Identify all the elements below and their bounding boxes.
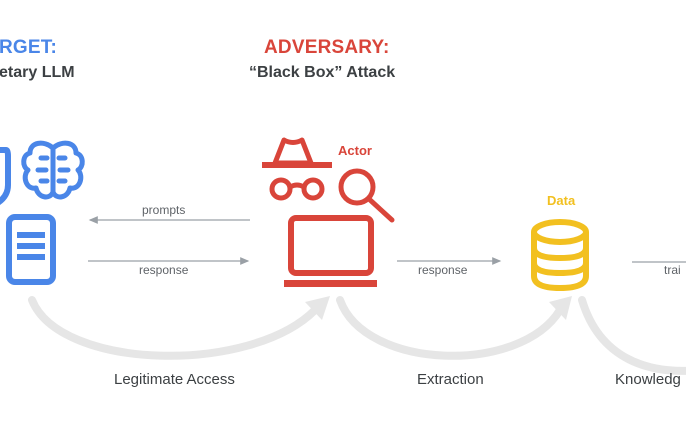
- shield-icon: [0, 147, 11, 205]
- flow-arc-extraction: [336, 296, 572, 360]
- flow-label-extraction: Extraction: [417, 371, 484, 388]
- document-icon: [6, 214, 56, 285]
- spy-hat-glasses-icon: [262, 137, 332, 201]
- flow-label-legitimate-access: Legitimate Access: [114, 371, 235, 388]
- adversary-subheading: “Black Box” Attack: [249, 64, 396, 81]
- response-label-2: response: [418, 263, 468, 277]
- magnifier-icon: [338, 168, 395, 223]
- data-label: Data: [547, 193, 576, 208]
- flow-arc-knowledge: [578, 296, 686, 375]
- target-subheading: etary LLM: [0, 64, 75, 81]
- response-label-1: response: [139, 263, 189, 277]
- train-label: trai: [664, 263, 681, 277]
- database-icon: [531, 219, 589, 292]
- flow-arc-legitimate-access: [28, 296, 330, 360]
- adversary-heading: ADVERSARY:: [264, 37, 390, 58]
- actor-label: Actor: [338, 143, 372, 158]
- target-heading: RGET:: [0, 37, 57, 58]
- prompts-label: prompts: [142, 203, 186, 217]
- brain-icon: [21, 140, 85, 200]
- laptop-icon: [284, 215, 377, 287]
- flow-label-knowledge: Knowledg: [615, 371, 681, 388]
